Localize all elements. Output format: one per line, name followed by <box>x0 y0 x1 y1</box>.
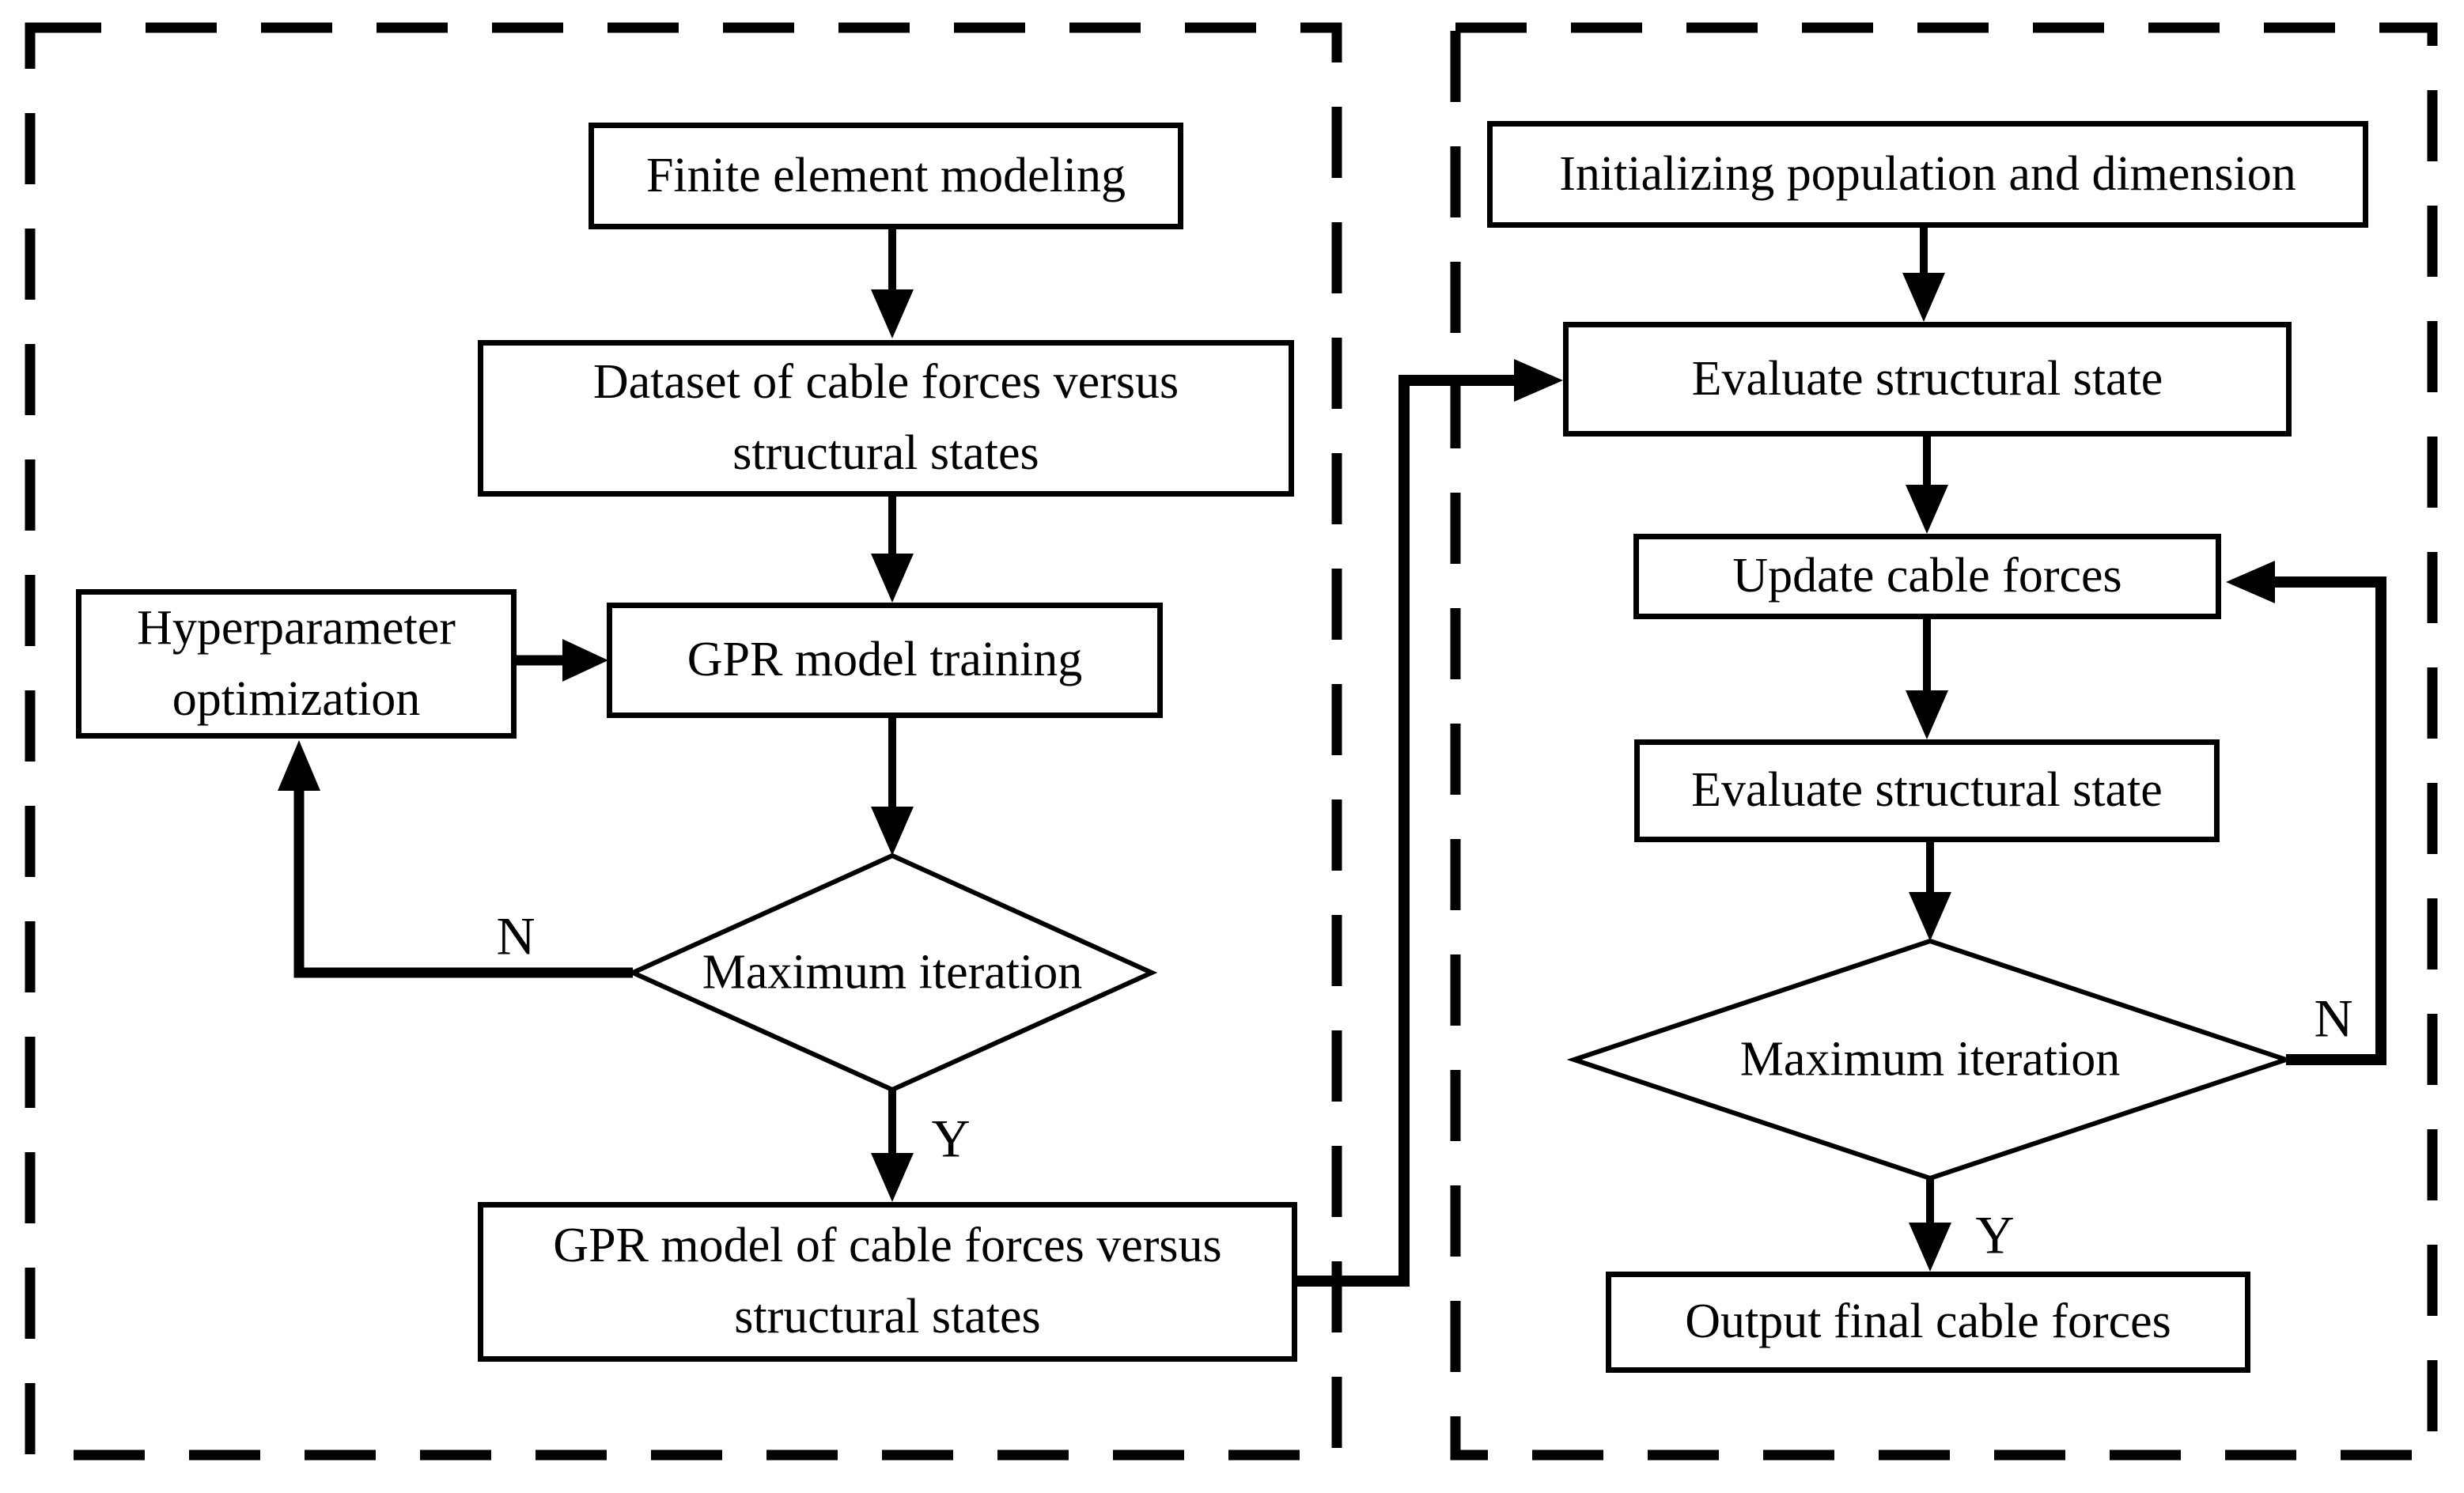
arrow-decision-yes-to-output <box>1909 1178 1951 1272</box>
left-branch-yes-label: Y <box>931 1108 971 1169</box>
right-branch-yes-label: Y <box>1975 1204 2015 1265</box>
arrow-decision-no-loop-to-update <box>2226 561 2386 1065</box>
node-gpr-model-training: GPR model training <box>607 603 1163 718</box>
node-hyperparameter-optimization: Hyperparameter optimization <box>76 589 517 739</box>
node-gpr-model-cable-forces: GPR model of cable forces versus structu… <box>478 1202 1297 1362</box>
node-label: Initializing population and dimension <box>1559 146 2296 201</box>
node-evaluate-structural-state-1: Evaluate structural state <box>1563 322 2292 437</box>
right-panel-dashed-border <box>1450 22 2438 1461</box>
node-label: Evaluate structural state <box>1691 763 2163 818</box>
left-branch-no-label: N <box>496 905 536 966</box>
node-update-cable-forces: Update cable forces <box>1633 534 2221 619</box>
arrow-update-to-evaluate2 <box>1906 619 1948 739</box>
node-label: Output final cable forces <box>1685 1295 2171 1349</box>
arrow-init-to-evaluate1 <box>1902 228 1945 322</box>
arrow-decision-no-loop-to-hyper <box>278 740 633 978</box>
node-label-line1: Hyperparameter <box>137 600 456 655</box>
node-label-line1: Dataset of cable forces versus <box>592 355 1179 410</box>
node-label: GPR model training <box>687 633 1083 687</box>
node-label-line2: optimization <box>172 671 421 726</box>
node-dataset-cable-forces: Dataset of cable forces versus structura… <box>478 340 1294 497</box>
right-decision-diamond <box>1566 938 2294 1181</box>
arrow-hyper-to-gpr-training <box>517 639 608 682</box>
node-initializing-population: Initializing population and dimension <box>1487 121 2368 228</box>
node-label-line2: structural states <box>732 426 1039 480</box>
node-label: Evaluate structural state <box>1691 351 2163 406</box>
node-label: Finite element modeling <box>645 148 1126 202</box>
right-branch-no-label: N <box>2314 988 2353 1049</box>
arrow-decision-yes-to-gpr-model <box>871 1090 914 1202</box>
node-label: Update cable forces <box>1732 549 2122 603</box>
arrow-gpr-training-to-decision <box>871 718 914 856</box>
left-panel-dashed-border <box>25 22 1342 1461</box>
arrow-dataset-to-gpr-training <box>871 497 914 603</box>
arrow-finite-to-dataset <box>871 221 914 338</box>
connector-gpr-model-to-evaluate <box>1297 359 1563 1287</box>
node-label-line1: GPR model of cable forces versus <box>553 1219 1222 1273</box>
left-decision-diamond <box>626 852 1158 1093</box>
arrow-evaluate2-to-decision <box>1909 842 1951 941</box>
node-output-final-cable-forces: Output final cable forces <box>1606 1272 2250 1373</box>
node-evaluate-structural-state-2: Evaluate structural state <box>1634 739 2220 842</box>
node-label-line2: structural states <box>734 1290 1041 1344</box>
arrow-evaluate1-to-update <box>1906 437 1948 534</box>
node-finite-element-modeling: Finite element modeling <box>589 123 1183 229</box>
